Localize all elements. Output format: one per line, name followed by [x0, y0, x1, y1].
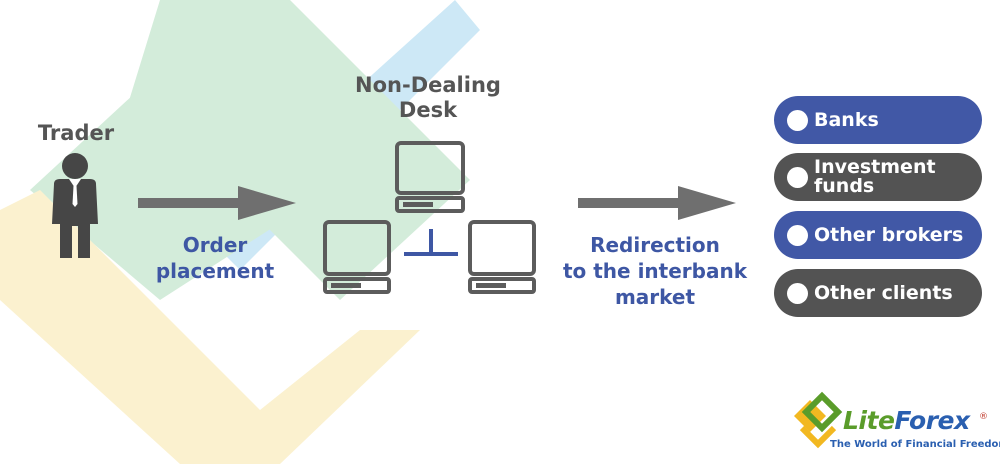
- yellow-band: [0, 190, 420, 464]
- liteforex-logo-icon: [794, 391, 843, 449]
- redirection-arrow: [578, 186, 736, 220]
- logo-wordmark: LiteForex: [843, 406, 970, 435]
- destination-label-line2: funds: [814, 175, 875, 197]
- registered-mark: ®: [979, 412, 988, 422]
- computer-icon-left: [323, 220, 391, 294]
- bullet-icon: [787, 166, 808, 188]
- bullet-icon: [787, 282, 808, 304]
- computer-icon-top: [395, 141, 465, 213]
- redirection-label: Redirection to the interbank market: [545, 232, 765, 310]
- logo-part-lite: Lite: [843, 406, 895, 435]
- destination-other-clients: Other clients: [774, 269, 982, 317]
- computer-icon-right: [468, 220, 536, 294]
- destination-other-brokers: Other brokers: [774, 211, 982, 259]
- destination-label-line1: Investment: [814, 156, 936, 178]
- order-arrow: [138, 186, 296, 220]
- trader-icon: [52, 153, 98, 258]
- order-label: Order placement: [140, 232, 290, 284]
- ndd-label-line1: Non-Dealing: [355, 73, 501, 97]
- redirection-label-line1: Redirection: [590, 233, 720, 257]
- green-band: [120, 0, 470, 300]
- order-label-line1: Order: [182, 233, 248, 257]
- bullet-icon: [787, 224, 808, 246]
- logo-part-forex: Forex: [894, 406, 970, 435]
- destination-label: Other brokers: [814, 223, 964, 246]
- ndd-label: Non-Dealing Desk: [338, 73, 518, 123]
- bullet-icon: [787, 109, 808, 131]
- logo-tagline: The World of Financial Freedom: [830, 439, 1000, 450]
- destination-label: Banks: [814, 108, 879, 131]
- ndd-label-line2: Desk: [398, 98, 458, 122]
- destination-banks: Banks: [774, 96, 982, 144]
- green-band-left: [30, 70, 300, 300]
- redirection-label-line3: market: [614, 285, 696, 309]
- destination-investment-funds: Investment funds: [774, 153, 982, 201]
- trader-label: Trader: [37, 121, 115, 145]
- network-connector-icon: [404, 229, 458, 256]
- order-label-line2: placement: [155, 259, 275, 283]
- redirection-label-line2: to the interbank: [562, 259, 748, 283]
- destination-label: Other clients: [814, 281, 953, 304]
